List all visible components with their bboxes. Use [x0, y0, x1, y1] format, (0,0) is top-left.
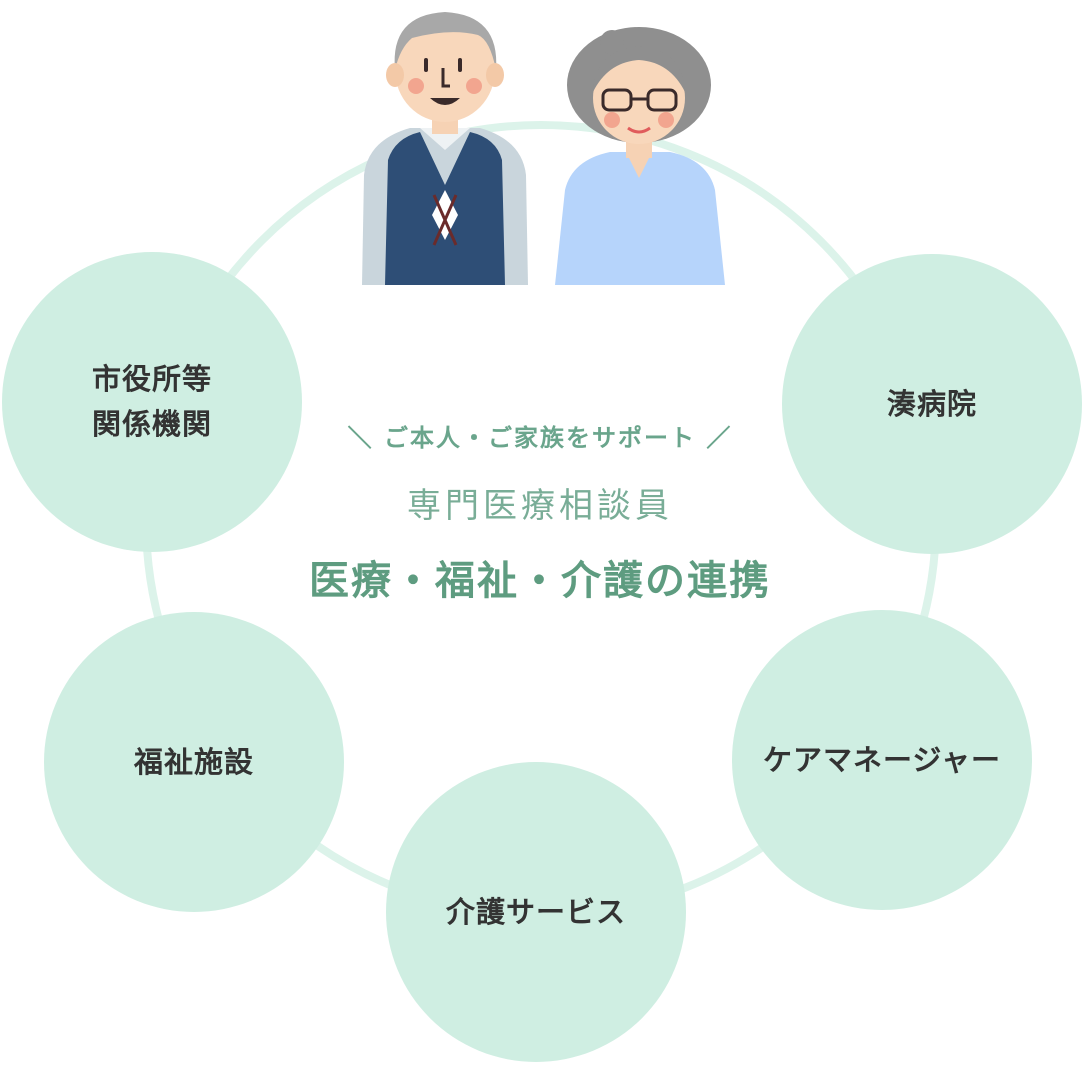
- node-hospital: 湊病院: [782, 254, 1082, 554]
- elderly-woman-icon: [555, 27, 725, 285]
- node-city-office: 市役所等 関係機関: [2, 252, 302, 552]
- node-care-manager-label: ケアマネージャー: [763, 742, 1001, 777]
- node-care-manager: ケアマネージャー: [732, 610, 1032, 910]
- node-hospital-label: 湊病院: [886, 386, 977, 421]
- elderly-man-icon: [362, 12, 528, 285]
- node-welfare-facility-label: 福祉施設: [133, 744, 254, 779]
- node-care-service: 介護サービス: [386, 762, 686, 1062]
- elderly-couple-illustration: [362, 12, 725, 285]
- center-tagline: ＼ ご本人・ご家族をサポート ／: [347, 424, 733, 452]
- node-care-service-label: 介護サービス: [445, 894, 626, 929]
- center-subtitle: 専門医療相談員: [407, 486, 673, 526]
- node-welfare-facility: 福祉施設: [44, 612, 344, 912]
- node-city-office-label: 市役所等 関係機関: [91, 362, 212, 441]
- center-title: 医療・福祉・介護の連携: [309, 558, 771, 604]
